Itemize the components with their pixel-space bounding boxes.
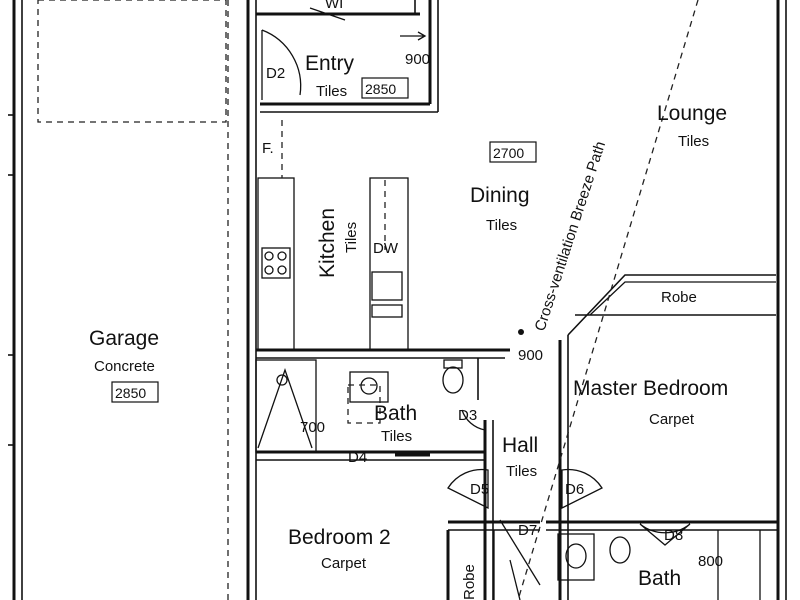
door-d6-label: D6 <box>565 481 584 498</box>
bath-fixtures <box>255 359 486 457</box>
master-walls <box>558 274 776 600</box>
garage-storage-outline <box>37 0 227 123</box>
hall-floor-label: Tiles <box>506 463 537 480</box>
hall-900-label: 900 <box>518 347 543 364</box>
garage-wall <box>227 0 257 600</box>
bath2-800-label: 800 <box>698 553 723 570</box>
dining-floor-label: Tiles <box>486 217 517 234</box>
garage-height-label: 2850 <box>115 385 146 401</box>
door-d5-label: D5 <box>470 481 489 498</box>
entry-floor-label: Tiles <box>316 83 347 100</box>
robe-label: Robe <box>661 289 697 306</box>
entry-900-label: 900 <box>405 51 430 68</box>
wi-label: WI <box>325 0 343 12</box>
entry-height-box <box>361 77 409 99</box>
bedroom2-floor-label: Carpet <box>321 555 367 572</box>
central-wall <box>256 348 510 600</box>
outer-wall-right <box>776 0 787 600</box>
dining-label: Dining <box>470 184 530 207</box>
kitchen-label: Kitchen <box>316 208 339 278</box>
garage-label: Garage <box>89 327 159 350</box>
dishwasher-label: DW <box>373 240 399 257</box>
bath-label: Bath <box>374 402 417 425</box>
dining-height-box <box>489 141 537 163</box>
breeze-path-line <box>517 0 699 600</box>
dining-height-label: 2700 <box>493 145 524 161</box>
robe2-label: Robe <box>461 564 478 600</box>
master-floor-label: Carpet <box>649 411 695 428</box>
lounge-label: Lounge <box>657 102 727 125</box>
garage-floor-label: Concrete <box>94 358 155 375</box>
bath-700-label: 700 <box>300 419 325 436</box>
bath2-label: Bath <box>638 567 681 590</box>
outer-wall-left <box>8 0 23 600</box>
lower-walls <box>446 519 778 600</box>
bath-floor-label: Tiles <box>381 428 412 445</box>
entry-label: Entry <box>305 52 355 75</box>
hall-doors <box>447 468 603 510</box>
hall-label: Hall <box>502 434 538 457</box>
entry-height-label: 2850 <box>365 81 396 97</box>
garage-height-box <box>111 381 159 403</box>
master-bedroom-label: Master Bedroom <box>573 377 728 400</box>
door-d3-label: D3 <box>458 407 477 424</box>
lounge-floor-label: Tiles <box>678 133 709 150</box>
door-d2-label: D2 <box>266 65 285 82</box>
kitchen-floor-label: Tiles <box>343 222 360 253</box>
entry-walls <box>256 0 439 113</box>
door-d7-label: D7 <box>518 522 537 539</box>
door-d4-label: D4 <box>348 449 367 466</box>
fridge-label: F. <box>262 140 274 157</box>
door-d8-label: D8 <box>664 527 683 544</box>
bedroom2-label: Bedroom 2 <box>288 526 391 549</box>
